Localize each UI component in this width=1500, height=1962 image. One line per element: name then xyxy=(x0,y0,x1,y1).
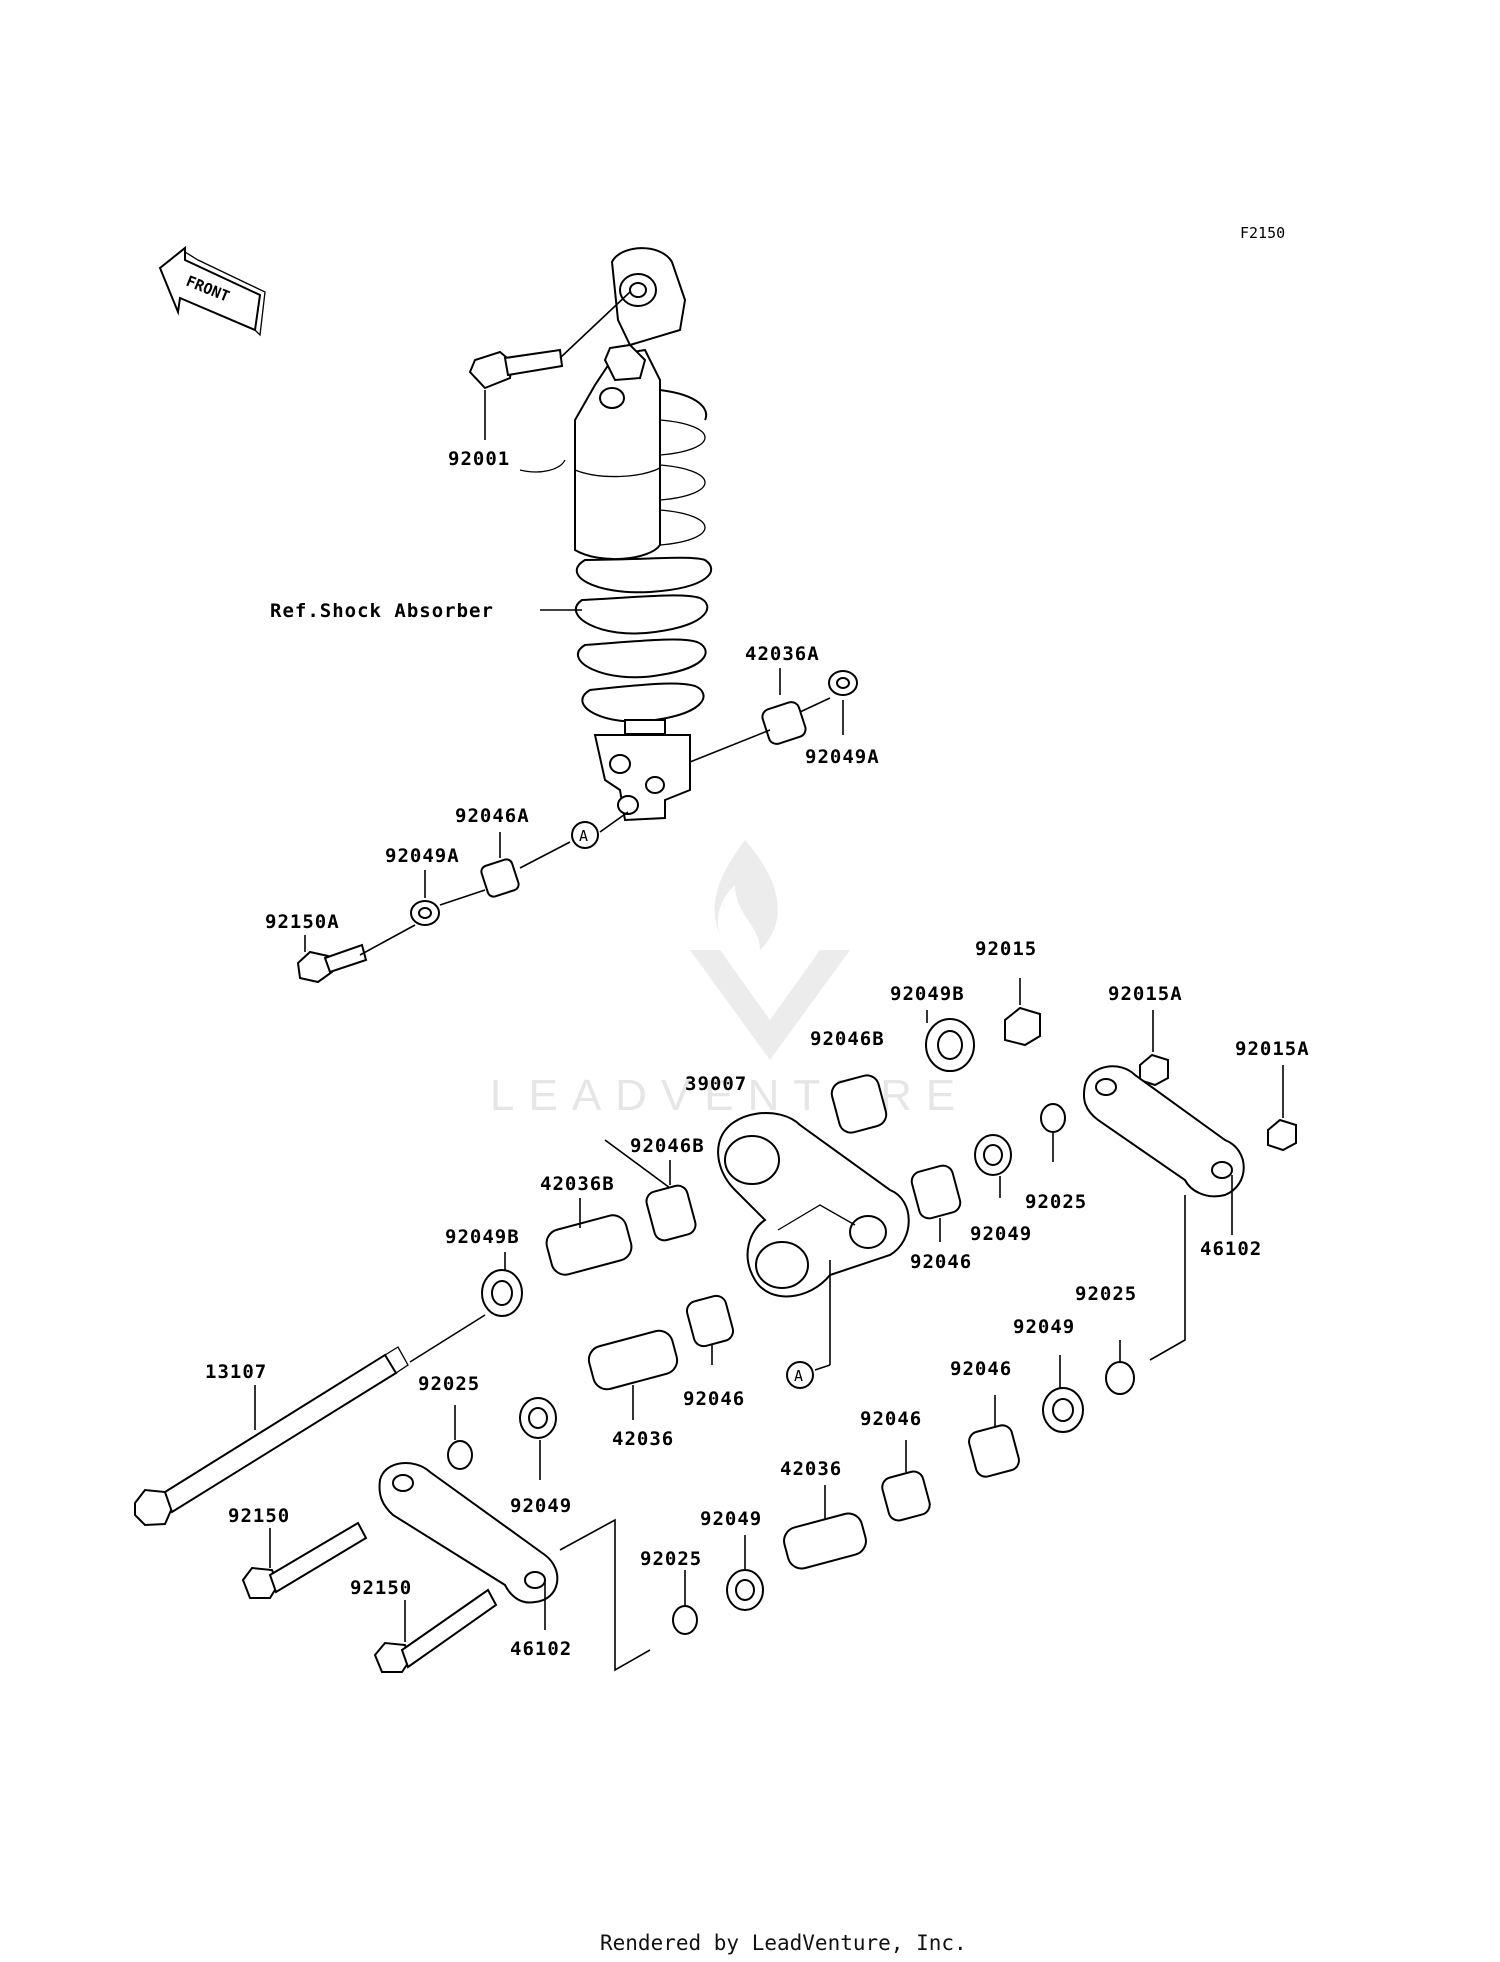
part-label-92046-upper-right: 92046 xyxy=(910,1251,972,1273)
part-label-46102-right: 46102 xyxy=(1200,1238,1262,1260)
footer-credit: Rendered by LeadVenture, Inc. xyxy=(600,1931,967,1955)
part-label-92001: 92001 xyxy=(448,448,510,470)
part-label-92046a: 92046A xyxy=(455,805,530,827)
pivot-shaft-13107 xyxy=(134,1314,486,1527)
ref-shock-label: Ref.Shock Absorber xyxy=(270,600,494,622)
part-label-92049-left: 92049 xyxy=(510,1495,572,1517)
watermark-flame-icon xyxy=(714,840,778,950)
part-label-92150a: 92150A xyxy=(265,911,340,933)
sleeve-42036a xyxy=(689,668,858,763)
tie-rod-right-46102 xyxy=(1082,1065,1245,1361)
mount-hardware-left xyxy=(296,811,629,984)
upper-right-parts xyxy=(830,978,1297,1242)
shock-absorber xyxy=(519,247,713,822)
part-label-92046b-upper: 92046B xyxy=(810,1028,885,1050)
bolt-92150-upper xyxy=(241,1521,368,1599)
callout-a-upper-label: A xyxy=(579,827,588,845)
part-label-92025-right: 92025 xyxy=(1075,1283,1137,1305)
part-label-42036-middle: 42036 xyxy=(612,1428,674,1450)
part-label-92046b-left: 92046B xyxy=(630,1135,705,1157)
part-label-39007: 39007 xyxy=(685,1073,747,1095)
part-label-92025-left: 92025 xyxy=(418,1373,480,1395)
part-label-92015: 92015 xyxy=(975,938,1037,960)
part-label-92046-right: 92046 xyxy=(950,1358,1012,1380)
front-arrow-icon: FRONT xyxy=(158,245,266,337)
part-label-92150-upper: 92150 xyxy=(228,1505,290,1527)
rocker-arm-39007 xyxy=(717,1112,910,1371)
part-label-92049-lower: 92049 xyxy=(700,1508,762,1530)
bolt-92150-lower xyxy=(373,1588,498,1673)
callout-a-upper: A xyxy=(571,821,599,849)
part-label-92046-lower: 92046 xyxy=(860,1408,922,1430)
part-label-42036a: 42036A xyxy=(745,643,820,665)
part-label-92025-upper-right: 92025 xyxy=(1025,1191,1087,1213)
part-label-42036-lower: 42036 xyxy=(780,1458,842,1480)
part-label-92049-upper-right: 92049 xyxy=(970,1223,1032,1245)
part-label-46102-left: 46102 xyxy=(510,1638,572,1660)
part-label-92015a-upper: 92015A xyxy=(1108,983,1183,1005)
part-labels: 92001 42036A 92049A 92046A 92049A 92150A… xyxy=(205,448,1310,1660)
part-label-92015a-right: 92015A xyxy=(1235,1038,1310,1060)
middle-parts xyxy=(481,1139,735,1420)
lower-left-parts xyxy=(447,1397,557,1480)
bolt-92001 xyxy=(468,291,631,440)
tie-rod-left-46102 xyxy=(378,1461,651,1672)
callout-a-lower: A xyxy=(786,1361,814,1389)
part-label-13107: 13107 xyxy=(205,1361,267,1383)
part-label-92025-lower: 92025 xyxy=(640,1548,702,1570)
part-label-92049-right: 92049 xyxy=(1013,1316,1075,1338)
part-label-92049a-left: 92049A xyxy=(385,845,460,867)
part-label-92049a-right: 92049A xyxy=(805,746,880,768)
watermark-v-icon xyxy=(690,950,850,1060)
lower-right-parts xyxy=(672,1340,1135,1635)
part-label-92046-middle: 92046 xyxy=(683,1388,745,1410)
callout-a-lower-label: A xyxy=(794,1367,803,1385)
part-label-92049b-upper: 92049B xyxy=(890,983,965,1005)
part-label-92049b-left: 92049B xyxy=(445,1226,520,1248)
diagram-code: F2150 xyxy=(1240,224,1285,242)
part-label-92150-lower: 92150 xyxy=(350,1577,412,1599)
part-label-42036b: 42036B xyxy=(540,1173,615,1195)
